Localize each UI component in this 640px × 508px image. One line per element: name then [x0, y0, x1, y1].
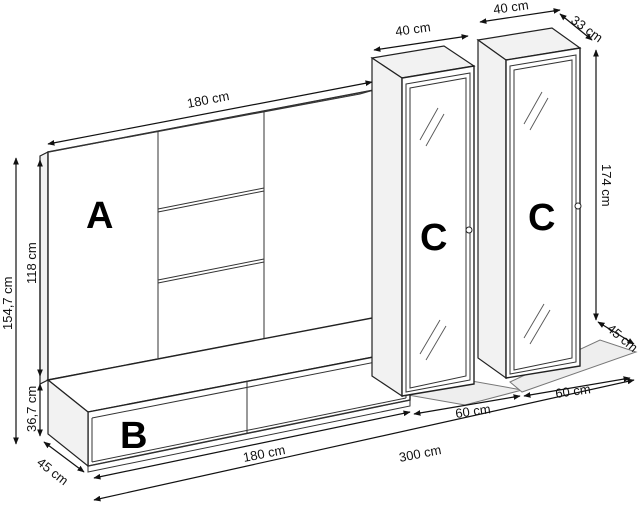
dim-panel-height: 118 cm: [24, 242, 39, 284]
dim-cabinet-depth: 33 cm: [568, 12, 605, 45]
dim-plinth2-width: 60 cm: [554, 381, 591, 401]
label-b: B: [120, 415, 147, 457]
label-c-2: C: [528, 197, 555, 239]
dim-cabinet1-width: 40 cm: [394, 19, 431, 39]
label-c-1: C: [420, 217, 447, 259]
dim-panel-width: 180 cm: [186, 88, 231, 111]
label-a: A: [86, 195, 113, 237]
dim-tv-depth: 45 cm: [34, 455, 71, 489]
dim-plinth1-width: 60 cm: [454, 401, 491, 421]
dim-cabinet-height: 174 cm: [599, 164, 614, 207]
cabinet-c-2: [476, 27, 582, 380]
dim-tv-height: 36,7 cm: [24, 386, 39, 432]
cabinet-c-1: [370, 45, 476, 398]
dim-total-height: 154,7 cm: [0, 277, 15, 330]
dim-cabinet2-width: 40 cm: [492, 0, 529, 17]
dim-total-width: 300 cm: [398, 442, 443, 465]
dimension-lines: [13, 8, 635, 502]
